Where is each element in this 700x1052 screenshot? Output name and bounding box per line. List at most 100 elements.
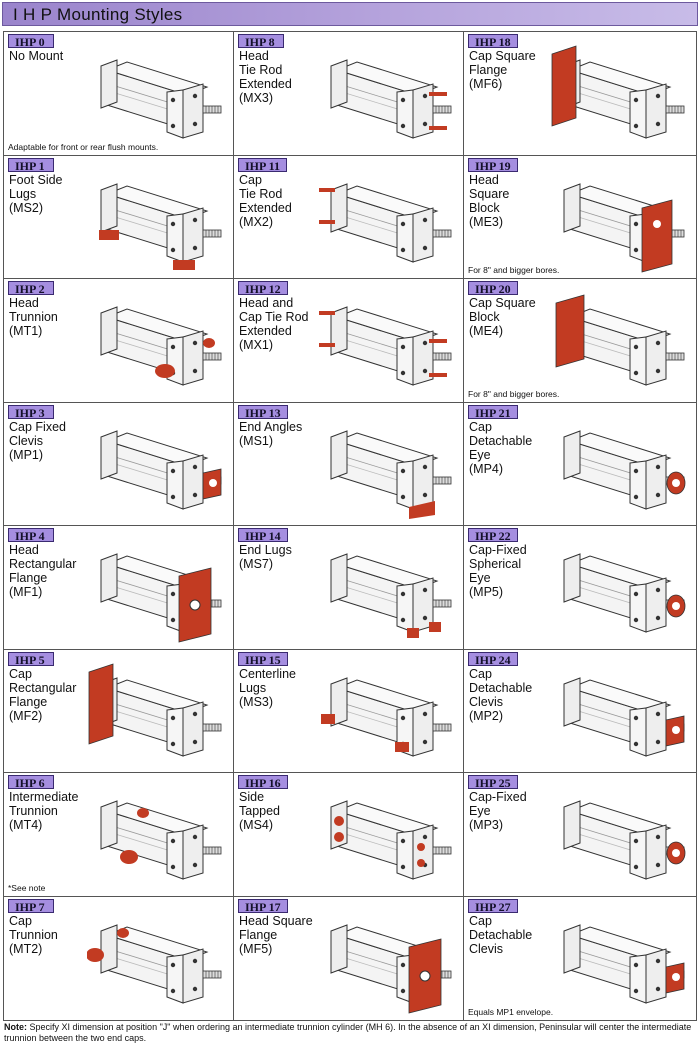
footer-note: Note: Specify XI dimension at position "… — [4, 1022, 696, 1044]
mount-style-label: Head Rectangular Flange (MF1) — [9, 543, 77, 599]
mount-style-label: Head and Cap Tie Rod Extended (MX1) — [239, 296, 309, 352]
mount-code-badge: IHP 24 — [468, 651, 518, 667]
mount-style-label: Cap Fixed Clevis (MP1) — [9, 419, 66, 462]
cylinder-drawing — [317, 164, 457, 274]
mount-code-badge: IHP 2 — [8, 281, 54, 296]
cylinder-drawing — [550, 905, 690, 1015]
mount-style-label: Cap-Fixed Eye (MP3) — [469, 790, 527, 832]
mount-code-badge: IHP 0 — [8, 34, 54, 49]
cylinder-drawing — [87, 781, 227, 891]
cylinder-drawing — [550, 164, 690, 274]
mount-code-badge: IHP 19 — [468, 157, 518, 173]
cylinder-drawing — [317, 411, 457, 521]
cylinder-drawing — [87, 164, 227, 274]
mount-code-badge: IHP 22 — [468, 528, 518, 543]
cylinder-drawing — [87, 40, 227, 150]
cylinder-drawing — [550, 534, 690, 644]
mount-code-badge: IHP 14 — [238, 528, 288, 543]
cylinder-drawing — [550, 287, 690, 397]
mount-style-label: Foot Side Lugs (MS2) — [9, 172, 63, 215]
cylinder-drawing — [87, 534, 227, 644]
mount-code-badge: IHP 20 — [468, 281, 518, 296]
mount-style-label: Cap Square Block (ME4) — [469, 296, 536, 338]
mount-style-label: End Angles (MS1) — [239, 419, 303, 448]
mount-code-badge: IHP 7 — [8, 898, 54, 914]
mount-style-label: Cap Tie Rod Extended (MX2) — [239, 172, 292, 229]
cylinder-drawing — [317, 287, 457, 397]
mount-code-badge: IHP 6 — [8, 775, 54, 790]
mount-style-label: Head Trunnion (MT1) — [9, 296, 58, 338]
mount-code-badge: IHP 8 — [238, 34, 284, 49]
mount-style-label: Cap Detachable Eye (MP4) — [469, 419, 533, 476]
mount-style-label: Intermediate Trunnion (MT4) — [9, 790, 79, 832]
cylinder-drawing — [87, 411, 227, 521]
mount-code-badge: IHP 18 — [468, 34, 518, 49]
mount-style-label: Cap-Fixed Spherical Eye (MP5) — [469, 543, 527, 599]
mount-style-label: Centerline Lugs (MS3) — [239, 666, 296, 709]
mount-style-label: Cap Trunnion (MT2) — [9, 913, 58, 956]
mount-code-badge: IHP 27 — [468, 898, 518, 914]
cylinder-drawing — [550, 781, 690, 891]
cylinder-drawing — [550, 40, 690, 150]
mount-code-badge: IHP 1 — [8, 157, 54, 173]
cylinder-drawing — [86, 905, 227, 1015]
mount-code-badge: IHP 11 — [238, 157, 288, 173]
cylinder-drawing — [87, 658, 227, 768]
mount-style-label: Head Tie Rod Extended (MX3) — [239, 49, 292, 105]
mount-code-badge: IHP 21 — [468, 404, 518, 420]
mount-style-label: No Mount — [9, 49, 64, 63]
mount-code-badge: IHP 5 — [8, 651, 54, 667]
mount-note: For 8" and bigger bores. — [468, 265, 560, 275]
mount-style-label: Side Tapped (MS4) — [239, 790, 281, 832]
cylinder-drawing — [550, 411, 690, 521]
mount-note: Adaptable for front or rear flush mounts… — [8, 141, 159, 152]
cylinder-drawing — [317, 658, 457, 768]
mount-note: Equals MP1 envelope. — [468, 1007, 554, 1017]
page-header: I H P Mounting Styles — [2, 2, 698, 26]
mount-code-badge: IHP 13 — [238, 404, 288, 420]
mount-code-badge: IHP 3 — [8, 404, 54, 420]
mount-style-label: Cap Rectangular Flange (MF2) — [9, 666, 77, 723]
mount-style-label: Cap Square Flange (MF6) — [469, 49, 536, 91]
cylinder-drawing — [317, 40, 457, 150]
mount-code-badge: IHP 16 — [238, 775, 288, 790]
mount-code-badge: IHP 12 — [238, 281, 288, 296]
cylinder-drawing — [317, 905, 457, 1015]
mount-style-label: End Lugs (MS7) — [239, 543, 292, 571]
mount-style-label: Cap Detachable Clevis — [469, 913, 533, 956]
mount-code-badge: IHP 15 — [238, 651, 288, 667]
mount-code-badge: IHP 25 — [468, 775, 518, 790]
mount-code-badge: IHP 17 — [238, 898, 288, 914]
mount-style-label: Cap Detachable Clevis (MP2) — [469, 666, 533, 723]
footer-note-text: Specify XI dimension at position "J" whe… — [4, 1022, 692, 1043]
mount-note: *See note — [8, 882, 46, 893]
cylinder-drawing — [87, 287, 227, 397]
mount-code-badge: IHP 4 — [8, 528, 54, 543]
page-title: I H P Mounting Styles — [13, 5, 183, 24]
footer-note-label: Note: — [4, 1022, 27, 1032]
cylinder-drawing — [317, 781, 457, 891]
